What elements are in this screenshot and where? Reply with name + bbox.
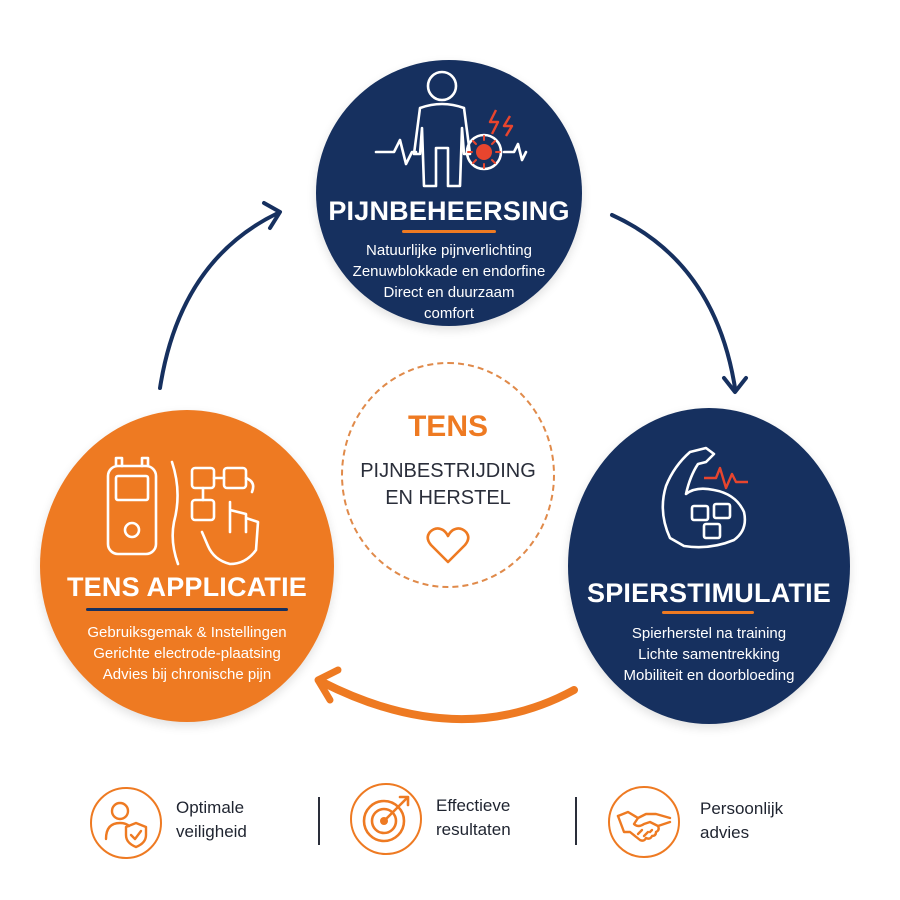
pijnbeheersing-line: comfort <box>423 305 474 322</box>
feature-icon-circle <box>90 787 162 859</box>
feature-label-line: Effectieve <box>436 796 511 815</box>
feature-label-line: veiligheid <box>176 822 247 841</box>
spierstimulatie-line: Mobiliteit en doorbloeding <box>623 667 795 684</box>
tens-applicatie-line: Advies bij chronische pijn <box>102 666 272 683</box>
user-shield-icon <box>104 801 148 849</box>
center-subtitle-line: PIJNBESTRIJDING <box>360 460 536 482</box>
tens-applicatie-rule <box>86 608 288 611</box>
arrow-head-spier-to-tens <box>314 666 342 704</box>
spierstimulatie-lines: Spierherstel na training Lichte samentre… <box>568 623 850 686</box>
tens-device-hand-icon <box>106 456 260 566</box>
arrow-head-pijn-to-spier <box>722 376 748 394</box>
pijnbeheersing-line: Zenuwblokkade en endorfine <box>352 263 546 280</box>
feature-divider <box>318 797 320 845</box>
body-pain-icon <box>374 70 528 188</box>
feature-label: Effectieve resultaten <box>436 794 511 842</box>
feature-label: Persoonlijk advies <box>700 797 783 845</box>
spierstimulatie-line: Spierherstel na training <box>631 625 787 642</box>
flexed-arm-electrode-icon <box>661 446 748 549</box>
arrow-tens-to-pijn <box>158 211 280 390</box>
center-subtitle: PIJNBESTRIJDING EN HERSTEL <box>343 458 553 512</box>
spierstimulatie-title: SPIERSTIMULATIE <box>586 578 831 608</box>
arrow-spier-to-tens <box>318 678 578 724</box>
stage-tens-applicatie: TENS APPLICATIE Gebruiksgemak & Instelli… <box>40 410 334 722</box>
arrow-head-tens-to-pijn <box>262 201 282 230</box>
spierstimulatie-line: Lichte samentrekking <box>638 646 780 663</box>
feature-label: Optimale veiligheid <box>176 796 247 844</box>
feature-icon-circle <box>350 783 422 855</box>
heart-icon <box>426 527 470 564</box>
feature-label-line: Optimale <box>176 798 245 817</box>
feature-divider <box>575 797 577 845</box>
arrow-pijn-to-spier <box>610 213 737 390</box>
center-title: TENS <box>407 410 488 443</box>
pijnbeheersing-rule <box>402 230 496 233</box>
pijnbeheersing-lines: Natuurlijke pijnverlichting Zenuwblokkad… <box>316 240 582 324</box>
pijnbeheersing-title: PIJNBEHEERSING <box>328 196 570 226</box>
pijnbeheersing-line: Direct en duurzaam <box>383 284 515 301</box>
stage-spierstimulatie: SPIERSTIMULATIE Spierherstel na training… <box>568 408 850 724</box>
tens-applicatie-line: Gebruiksgemak & Instellingen <box>87 624 287 641</box>
tens-applicatie-title: TENS APPLICATIE <box>66 572 307 602</box>
target-arrow-icon <box>362 795 410 843</box>
feature-label-line: resultaten <box>436 820 511 839</box>
center-label: TENS PIJNBESTRIJDING EN HERSTEL <box>341 362 555 588</box>
pijnbeheersing-line: Natuurlijke pijnverlichting <box>366 242 532 259</box>
stage-pijnbeheersing: PIJNBEHEERSING Natuurlijke pijnverlichti… <box>316 60 582 326</box>
feature-label-line: advies <box>700 823 750 842</box>
spierstimulatie-rule <box>662 611 754 614</box>
tens-applicatie-lines: Gebruiksgemak & Instellingen Gerichte el… <box>40 622 334 685</box>
feature-icon-circle <box>608 786 680 858</box>
feature-label-line: Persoonlijk <box>700 799 784 818</box>
center-subtitle-line: EN HERSTEL <box>385 487 511 509</box>
tens-applicatie-line: Gerichte electrode-plaatsing <box>93 645 281 662</box>
handshake-icon <box>616 810 672 842</box>
